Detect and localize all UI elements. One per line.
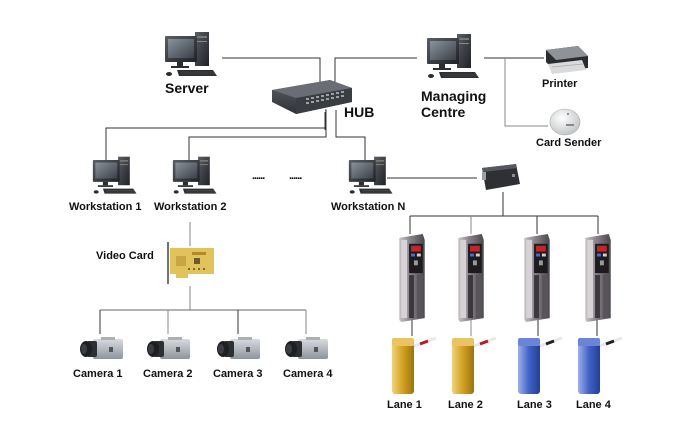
hub-label: HUB bbox=[344, 104, 375, 120]
barrier-gate-1-icon bbox=[392, 336, 437, 394]
link-hub-workstation-2b bbox=[188, 109, 327, 160]
lane-2-label: Lane 2 bbox=[448, 399, 483, 411]
printer-icon bbox=[546, 46, 588, 74]
barrier-gate-2-icon bbox=[452, 336, 497, 394]
link-managing-centre-card-sender bbox=[504, 58, 548, 127]
barrier-gate-4-icon bbox=[578, 336, 623, 394]
card-reader-icon bbox=[549, 108, 581, 136]
lane-1-label: Lane 1 bbox=[387, 399, 422, 411]
managing-centre-label-line1: Managing bbox=[421, 88, 487, 104]
server-icon bbox=[164, 31, 218, 77]
link-server-hub bbox=[222, 57, 321, 82]
lane-4-label: Lane 4 bbox=[576, 399, 611, 411]
camera-1-icon bbox=[80, 337, 123, 359]
camera-2-icon bbox=[147, 337, 190, 359]
workstation-2-label: Workstation 2 bbox=[154, 201, 227, 213]
pci-card-icon bbox=[167, 242, 214, 284]
lane-3-label: Lane 3 bbox=[517, 399, 552, 411]
terminal-1-icon bbox=[399, 234, 425, 322]
connection-lines bbox=[99, 57, 599, 336]
terminal-2-icon bbox=[458, 234, 484, 322]
terminal-3-icon bbox=[524, 234, 550, 322]
workstation-2-icon bbox=[172, 156, 218, 195]
camera-1-label: Camera 1 bbox=[73, 368, 123, 380]
controller-box-icon bbox=[482, 164, 520, 190]
workstation-1-icon bbox=[92, 156, 138, 195]
link-hub-workstation-n bbox=[335, 110, 366, 160]
workstation-n-icon bbox=[348, 156, 394, 195]
ellipsis-2: ...... bbox=[289, 170, 302, 182]
barrier-gate-3-icon bbox=[518, 336, 563, 394]
camera-4-label: Camera 4 bbox=[283, 368, 333, 380]
managing-centre-label-line2: Centre bbox=[421, 104, 466, 120]
ellipsis-1: ...... bbox=[252, 170, 265, 182]
link-hub-managing-centre bbox=[334, 57, 417, 82]
server-label: Server bbox=[165, 80, 209, 96]
printer-label: Printer bbox=[542, 78, 578, 90]
camera-3-icon bbox=[217, 337, 260, 359]
camera-4-icon bbox=[285, 337, 328, 359]
camera-2-label: Camera 2 bbox=[143, 368, 193, 380]
managing-centre-icon bbox=[426, 33, 480, 79]
network-switch-icon bbox=[272, 80, 352, 114]
workstation-1-label: Workstation 1 bbox=[69, 201, 142, 213]
video-card-label: Video Card bbox=[96, 250, 154, 262]
link-hub-workstation-1 bbox=[105, 112, 326, 160]
workstation-n-label: Workstation N bbox=[331, 201, 406, 213]
terminal-4-icon bbox=[585, 234, 611, 322]
camera-3-label: Camera 3 bbox=[213, 368, 263, 380]
card-sender-label: Card Sender bbox=[536, 137, 602, 149]
